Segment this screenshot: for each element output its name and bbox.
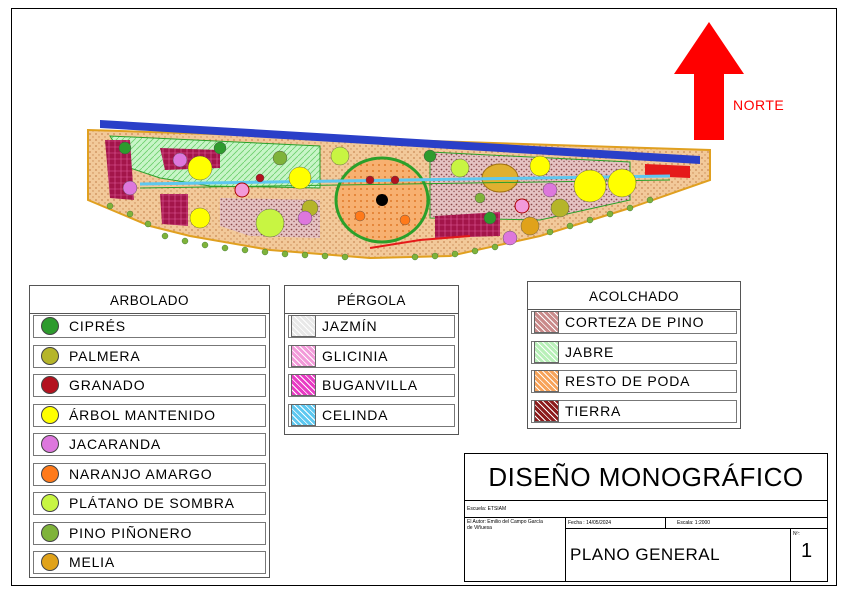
legend-item-label: BUGANVILLA — [322, 377, 418, 393]
legend-swatch-circle-icon — [41, 435, 59, 453]
legend-item: TIERRA — [527, 398, 741, 425]
legend-item: GRANADO — [29, 372, 270, 399]
legend-item-label: PALMERA — [69, 347, 141, 364]
site-plan — [87, 120, 711, 261]
legend-item-frame — [33, 403, 266, 427]
legend-swatch-circle-icon — [41, 346, 59, 365]
drawing-frame — [11, 8, 837, 586]
legend-item: JACARANDA — [29, 431, 270, 458]
legend-swatch-hatch-icon — [291, 315, 316, 337]
legend-item-frame — [531, 399, 737, 423]
legend-swatch-hatch-icon — [534, 370, 559, 392]
legend-item-label: TIERRA — [565, 402, 622, 419]
legend-swatch-hatch-icon — [534, 399, 559, 422]
legend-item: JABRE — [527, 339, 741, 366]
author-label: El Autor: Emilio del Campo García de Viñ… — [467, 519, 543, 531]
legend-item: NARANJO AMARGO — [29, 461, 270, 488]
legend-item-label: JACARANDA — [69, 436, 161, 452]
legend-swatch-hatch-icon — [291, 374, 316, 396]
legend-swatch-circle-icon — [41, 553, 59, 571]
legend-item-label: NARANJO AMARGO — [69, 465, 213, 482]
legend-swatch-circle-icon — [41, 317, 59, 335]
legend-item: CIPRÉS — [29, 313, 270, 340]
legend-item: BUGANVILLA — [284, 372, 459, 399]
legend-item: MELIA — [29, 549, 270, 576]
legend-swatch-circle-icon — [41, 494, 59, 512]
north-label: NORTE — [733, 97, 785, 113]
scale-label: Escala: 1:2000 — [677, 520, 711, 526]
school-label: Escuela: ETSIAM — [467, 506, 507, 512]
north-arrow-icon — [674, 22, 744, 140]
title-block: DISEÑO MONOGRÁFICO Escuela: ETSIAM El Au… — [464, 453, 828, 582]
legend-item: PINO PIÑONERO — [29, 520, 270, 547]
legend-item-label: CELINDA — [322, 406, 389, 423]
legend-swatch-hatch-icon — [534, 311, 559, 333]
legend-item-label: PLÁTANO DE SOMBRA — [69, 495, 235, 511]
legend-item-frame — [531, 340, 737, 364]
legend-swatch-circle-icon — [41, 464, 59, 483]
legend-item: PALMERA — [29, 343, 270, 370]
legend-item-label: GLICINIA — [322, 347, 389, 364]
legend-item-label: RESTO DE PODA — [565, 373, 691, 389]
legend-item-label: GRANADO — [69, 377, 146, 393]
legend-item: ÁRBOL MANTENIDO — [29, 402, 270, 429]
legend-pergola-title: PÉRGOLA — [337, 293, 406, 308]
legend-item-label: MELIA — [69, 554, 116, 570]
legend-swatch-hatch-icon — [291, 344, 316, 367]
legend-item-frame — [531, 370, 737, 393]
legend-item: JAZMÍN — [284, 313, 459, 340]
legend-item: RESTO DE PODA — [527, 368, 741, 395]
legend-item-frame — [288, 344, 455, 368]
legend-item-label: CORTEZA DE PINO — [565, 314, 705, 330]
legend-item-frame — [33, 521, 266, 545]
number-label: Nº: — [793, 531, 800, 537]
legend-swatch-circle-icon — [41, 405, 59, 424]
date-label: Fecha : 14/05/2024 — [568, 520, 612, 526]
legend-item: PLÁTANO DE SOMBRA — [29, 490, 270, 517]
legend-item-label: ÁRBOL MANTENIDO — [69, 406, 216, 423]
legend-swatch-hatch-icon — [534, 340, 559, 363]
legend-item-frame — [288, 374, 455, 397]
legend-item-frame — [33, 315, 266, 338]
legend-swatch-hatch-icon — [291, 403, 316, 426]
legend-acolchado: ACOLCHADO — [527, 281, 741, 429]
legend-item: CORTEZA DE PINO — [527, 309, 741, 336]
legend-item-label: JABRE — [565, 343, 615, 360]
legend-item-frame — [33, 374, 266, 397]
legend-item-frame — [33, 492, 266, 515]
legend-item-frame — [33, 433, 266, 456]
legend-acolchado-title: ACOLCHADO — [588, 289, 679, 304]
sheet-number: 1 — [801, 540, 813, 562]
legend-item: GLICINIA — [284, 343, 459, 370]
legend-item-frame — [288, 403, 455, 427]
legend-item-frame — [33, 462, 266, 486]
legend-item-frame — [33, 551, 266, 574]
legend-item-frame — [288, 315, 455, 338]
legend-arbolado-title: ARBOLADO — [109, 293, 190, 308]
drawing-title: DISEÑO MONOGRÁFICO — [488, 462, 804, 492]
legend-arbolado: ARBOLADO — [29, 285, 270, 578]
legend-item-label: CIPRÉS — [69, 318, 126, 334]
legend-item-frame — [531, 311, 737, 334]
legend-item-label: PINO PIÑONERO — [69, 524, 193, 541]
legend-swatch-circle-icon — [41, 376, 59, 394]
legend-swatch-circle-icon — [41, 523, 59, 542]
legend-item-frame — [33, 344, 266, 368]
legend-item-label: JAZMÍN — [322, 318, 378, 334]
legend-item: CELINDA — [284, 402, 459, 429]
plan-name: PLANO GENERAL — [570, 545, 721, 564]
